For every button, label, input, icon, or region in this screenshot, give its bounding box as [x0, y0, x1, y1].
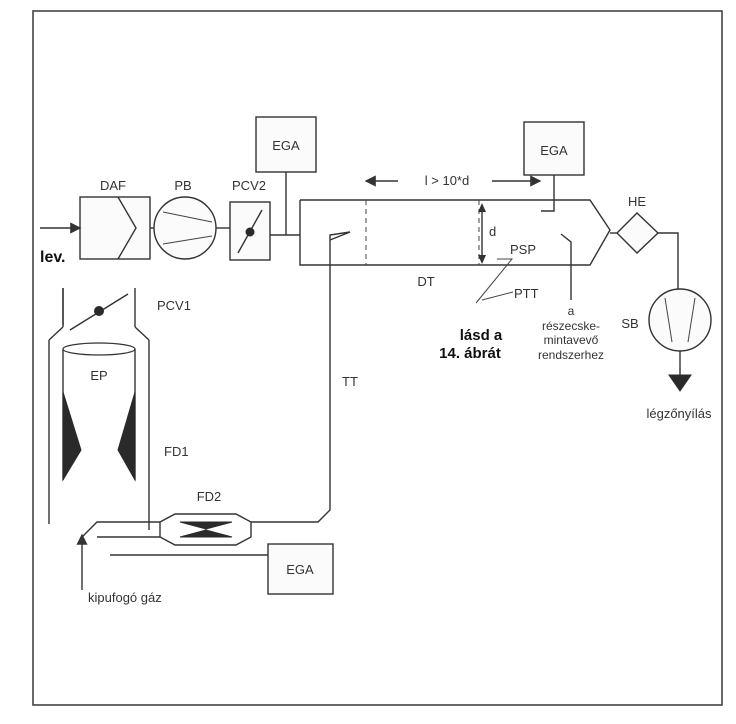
length-label: l > 10*d [425, 173, 469, 188]
figure-frame [32, 10, 723, 706]
pcv1-right-flare [134, 326, 150, 341]
fd1-label: FD1 [164, 444, 189, 459]
abrat-label: 14. ábrát [439, 345, 501, 362]
ega-top-right-label: EGA [540, 143, 568, 158]
ega-bottom-box [267, 543, 334, 595]
psp-probe [560, 233, 572, 300]
diameter-arrow-down [478, 255, 486, 264]
daf-filter-box [79, 196, 151, 260]
exhaust-pipe-upper [81, 521, 160, 555]
dilution-tunnel [299, 199, 611, 266]
ega-top-left-label: EGA [272, 138, 300, 153]
sb-label: SB [621, 316, 638, 331]
ega-top-right-box [523, 121, 585, 176]
fd2-lower-cone [179, 529, 233, 538]
mintaveto-label: mintavevő [544, 333, 599, 347]
ptt-label: PTT [514, 286, 539, 301]
pcv1-left-flare [48, 326, 64, 341]
pcv2-valve-pivot [245, 227, 255, 237]
kipufogo-label: kipufogó gáz [88, 590, 162, 605]
pcv2-label: PCV2 [232, 178, 266, 193]
tt-label: TT [342, 374, 358, 389]
pcv2-valve-box [229, 201, 271, 261]
psp-leader [475, 258, 514, 304]
ptt-leader [481, 291, 514, 301]
he-heat-exchanger [616, 212, 660, 254]
he-label: HE [628, 194, 646, 209]
vent-arrow [668, 374, 692, 392]
lasd-a-label: lásd a [460, 327, 503, 344]
daf-filter-element [117, 196, 137, 260]
he-sb-connector [658, 232, 679, 290]
pcv1-valve-pivot [94, 306, 104, 316]
ep-label: EP [90, 368, 107, 383]
sb-blower-circle [648, 288, 712, 352]
sb-vane-right [687, 297, 696, 343]
fd2-label: FD2 [197, 489, 222, 504]
pb-pump-circle [153, 196, 217, 260]
dt-label: DT [417, 274, 434, 289]
pb-pump-vane-top [162, 211, 213, 223]
pb-pump-vane-bottom [162, 235, 213, 245]
transfer-tube-outlet [329, 231, 351, 241]
diameter-arrow-up [478, 203, 486, 212]
a-label: a [568, 304, 575, 318]
ega-top-right-probe [541, 175, 555, 212]
daf-label: DAF [100, 178, 126, 193]
psp-label: PSP [510, 242, 536, 257]
fd2-body [159, 513, 252, 546]
legzonyilas-label: légzőnyílás [646, 406, 712, 421]
ega-bottom-label: EGA [286, 562, 314, 577]
fd1-left-cone [62, 391, 82, 482]
rendszerhez-label: rendszerhez [538, 348, 604, 362]
pb-label: PB [174, 178, 191, 193]
fd1-right-cone [117, 391, 136, 482]
sb-vane-left [664, 297, 673, 343]
transfer-tube [251, 231, 351, 523]
d-label: d [489, 224, 496, 239]
pcv1-label: PCV1 [157, 298, 191, 313]
lev-label: lev. [40, 249, 66, 266]
reszecske-label: részecske- [542, 319, 600, 333]
fd2-upper-cone [179, 521, 233, 530]
ep-top-rim [62, 342, 136, 356]
